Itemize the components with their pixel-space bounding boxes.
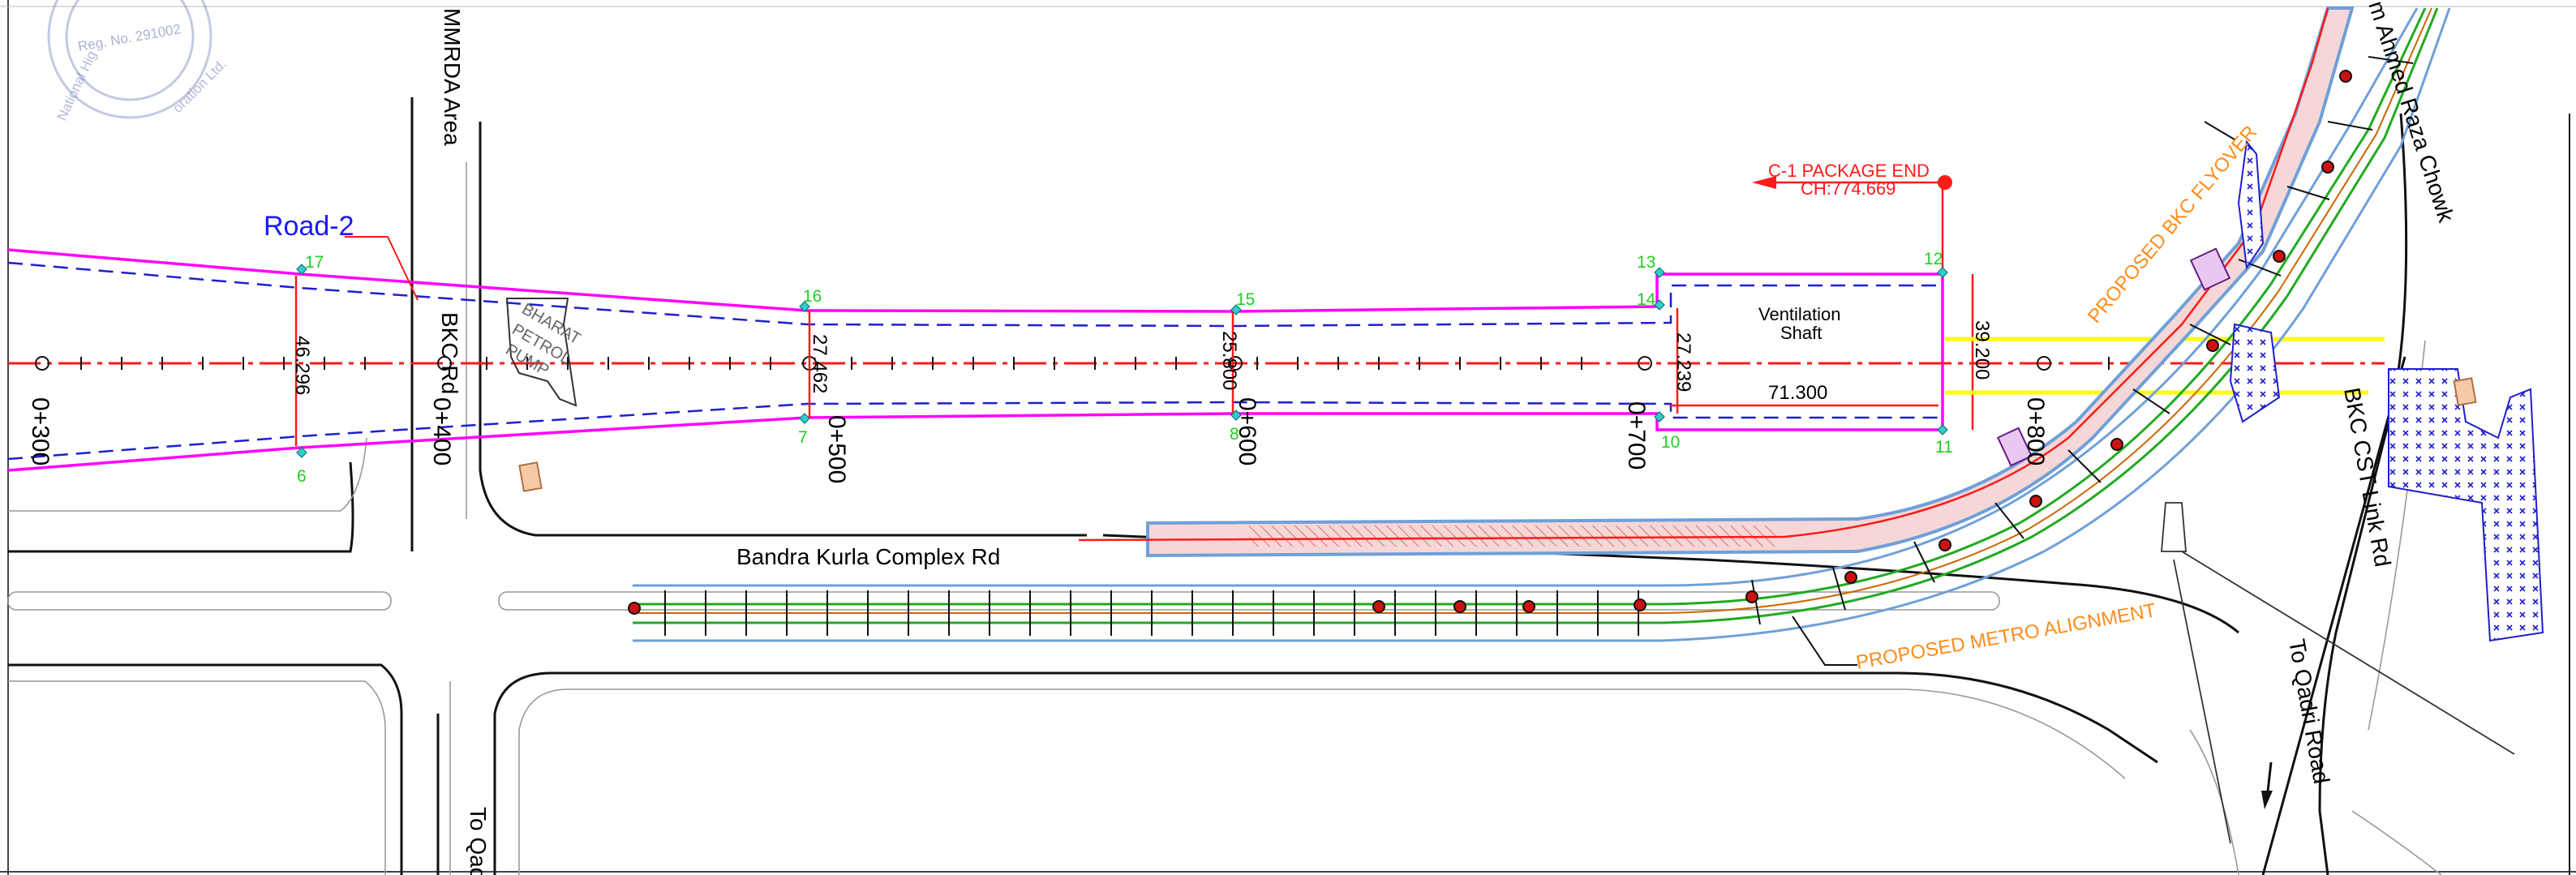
point-6: 6 — [297, 467, 307, 486]
dim-46296: 46.296 — [291, 336, 313, 395]
chainage-0800: 0+800 — [2022, 397, 2049, 465]
point-16: 16 — [803, 287, 822, 306]
point-17: 17 — [305, 253, 324, 272]
chainage-0600: 0+600 — [1234, 397, 1260, 465]
point-14: 14 — [1637, 290, 1656, 309]
bandra-kurla-label: Bandra Kurla Complex Rd — [736, 544, 1000, 569]
dim-71300: 71.300 — [1768, 382, 1827, 404]
to-qad-label: To Qad — [466, 807, 491, 875]
stamp — [47, 0, 213, 119]
point-11: 11 — [1935, 438, 1953, 457]
boundary-outline — [7, 248, 1944, 472]
point-13: 13 — [1637, 253, 1655, 272]
road2-label: Road-2 — [264, 211, 354, 242]
stamp-ring-right: oration Ltd. — [170, 56, 230, 116]
stamp-reg: Reg. No. 291002 — [77, 21, 182, 54]
road-edges — [8, 97, 2408, 875]
qadri-arrowhead — [2261, 791, 2273, 809]
package-end-label: C-1 PACKAGE END — [1768, 161, 1930, 181]
chainage-0700: 0+700 — [1623, 401, 1650, 470]
point-8: 8 — [1230, 425, 1239, 444]
vent-shaft-line1: Ventilation — [1758, 304, 1841, 324]
rail-line — [2161, 502, 2515, 844]
width-dimensions — [294, 187, 1974, 446]
point-12: 12 — [1924, 250, 1943, 268]
point-7: 7 — [798, 428, 808, 447]
chowk-label: m Ahmed Raza Chowk — [2363, 0, 2459, 226]
chainage-0300: 0+300 — [27, 397, 54, 465]
package-ch-label: CH:774.669 — [1801, 178, 1896, 199]
package-end-arrowhead — [1752, 176, 1776, 189]
bkc-rd-label: BKC Rd — [437, 312, 462, 394]
centerline — [8, 356, 2385, 371]
chainage-0500: 0+500 — [823, 415, 850, 483]
to-qadri-label: To Qadri Road — [2284, 637, 2334, 786]
point-10: 10 — [1661, 433, 1680, 452]
road-edges-light — [7, 162, 2442, 875]
petrol-pump-outline — [505, 298, 577, 407]
bkc-flyover-label: PROPOSED BKC FLYOVER — [2084, 122, 2261, 328]
stamp-ring-left: National Hig — [54, 49, 99, 123]
point-15: 15 — [1236, 290, 1255, 309]
dim-25800: 25.800 — [1218, 331, 1240, 390]
point-markers — [296, 264, 1948, 458]
vent-shaft-line2: Shaft — [1780, 323, 1822, 343]
metro-alignment-label: PROPOSED METRO ALIGNMENT — [1854, 599, 2157, 674]
mmrda-label: MMRDA Area — [440, 8, 465, 146]
bkc-cst-label: BKC CST Link Rd — [2339, 386, 2395, 569]
dim-27462: 27.462 — [809, 334, 831, 393]
dim-27239: 27.239 — [1672, 332, 1694, 392]
leader-lines — [345, 121, 2235, 666]
chainage-0400: 0+400 — [428, 397, 455, 465]
dim-39200: 39.200 — [1971, 320, 1993, 380]
flyover-ramp — [1078, 6, 2355, 558]
structures — [518, 247, 2477, 492]
